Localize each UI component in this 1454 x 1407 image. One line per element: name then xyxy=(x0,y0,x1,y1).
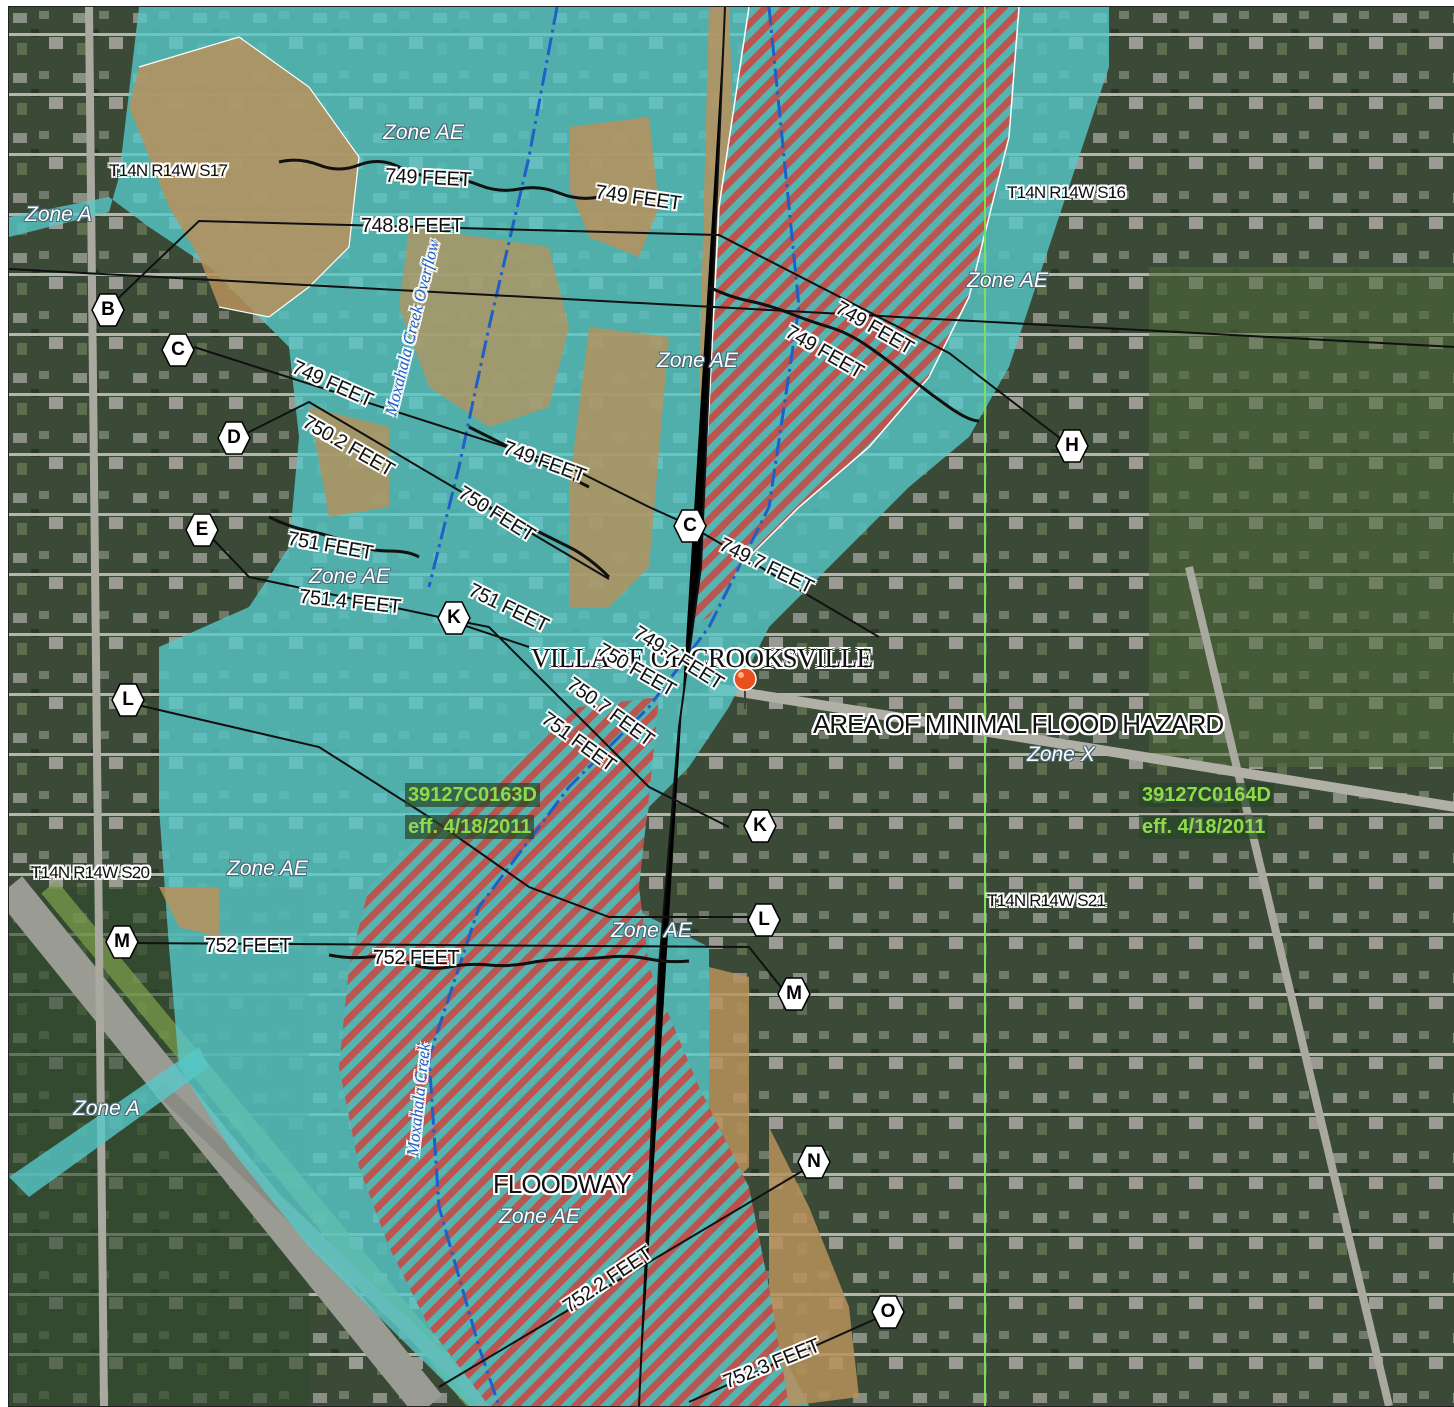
zone-ae-label: Zone AE xyxy=(657,349,738,372)
bfe-label: 748.8 FEET xyxy=(361,215,463,237)
map-canvas xyxy=(9,7,1454,1406)
zone-ae-label: Zone AE xyxy=(499,1205,580,1228)
cross-section-l-marker[interactable]: L xyxy=(111,683,145,717)
zone-ae-label: Zone AE xyxy=(383,121,464,144)
section-label-s20: T14N R14W S20 xyxy=(31,863,150,882)
cross-section-c-marker[interactable]: C xyxy=(161,333,195,367)
panel-effective-date: eff. 4/18/2011 xyxy=(1139,815,1269,839)
cross-section-k-marker[interactable]: K xyxy=(437,601,471,635)
panel-number-label: 39127C0163D xyxy=(405,783,540,807)
place-name-label: VILLAGE OF CROOKSVILLE xyxy=(531,643,873,673)
section-label-s16: T14N R14W S16 xyxy=(1007,183,1126,202)
zone-a-label: Zone A xyxy=(25,203,92,226)
cross-section-h-marker[interactable]: H xyxy=(1055,429,1089,463)
bfe-label: 752 FEET xyxy=(373,947,460,969)
bfe-label: 752 FEET xyxy=(205,935,292,957)
location-pin-icon[interactable] xyxy=(732,667,758,709)
cross-section-n-marker[interactable]: N xyxy=(797,1145,831,1179)
zone-ae-label: Zone AE xyxy=(611,919,692,942)
cross-section-o-marker[interactable]: O xyxy=(871,1295,905,1329)
cross-section-b-marker[interactable]: B xyxy=(91,293,125,327)
floodway-label: FLOODWAY xyxy=(493,1169,632,1199)
panel-effective-date: eff. 4/18/2011 xyxy=(405,815,535,839)
minimal-hazard-label: AREA OF MINIMAL FLOOD HAZARD xyxy=(813,709,1224,739)
zone-a-label: Zone A xyxy=(73,1097,140,1120)
section-label-s17: T14N R14W S17 xyxy=(109,161,228,180)
cross-section-m-marker[interactable]: M xyxy=(777,977,811,1011)
zone-ae-label: Zone AE xyxy=(227,857,308,880)
zone-ae-label: Zone AE xyxy=(967,269,1048,292)
section-label-s21: T14N R14W S21 xyxy=(987,891,1106,910)
cross-section-c-marker[interactable]: C xyxy=(673,509,707,543)
cross-section-l-marker[interactable]: L xyxy=(747,903,781,937)
bfe-label: 749 FEET xyxy=(384,164,472,192)
zone-x-label: Zone X xyxy=(1027,743,1095,766)
flood-map[interactable]: Zone AE Zone A Zone AE Zone AE Zone AE Z… xyxy=(8,6,1454,1407)
cross-section-m-marker[interactable]: M xyxy=(105,925,139,959)
panel-number-label: 39127C0164D xyxy=(1139,783,1274,807)
cross-section-d-marker[interactable]: D xyxy=(217,421,251,455)
zone-ae-label: Zone AE xyxy=(309,565,390,588)
cross-section-e-marker[interactable]: E xyxy=(185,513,219,547)
cross-section-k-marker[interactable]: K xyxy=(743,809,777,843)
